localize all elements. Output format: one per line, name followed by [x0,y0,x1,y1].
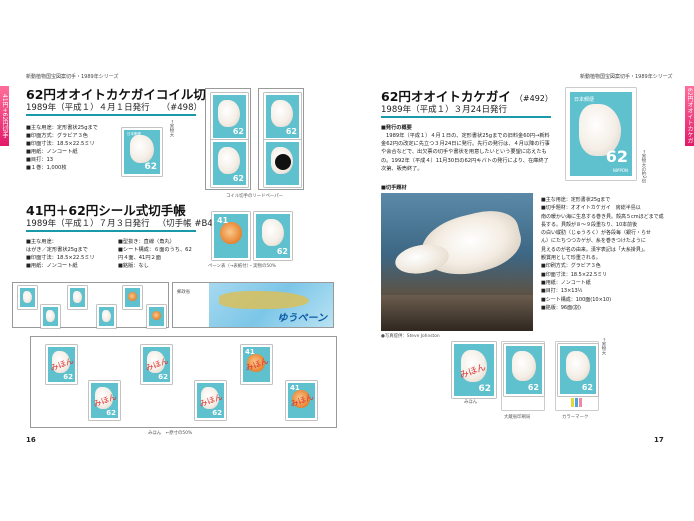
overview-text: 1989年（平成１）４月１日の、定形書状25gまでの旧料金60円→新料金62円の… [381,133,550,172]
coil-stamp-1a: 62 [211,93,248,140]
booklet-pane [12,282,169,328]
left-section1-rule [26,114,196,116]
right-rule [381,116,551,118]
material-head: ■切手題材 [381,185,407,191]
imprint-block: 62 [502,342,544,410]
left-section1-title: 62円オオイトカケガイコイル切手 [26,87,219,102]
photo-credit: ●写真提供：Steve Johnston [381,334,440,339]
right-stamp-colormark: 62 [558,344,598,396]
right-bottom-note: ←実物大 [601,338,606,355]
pane-stamp-4 [97,305,116,328]
left-section2-rule [26,230,196,232]
left-running-header: 新動植物国宝図案切手・1989年シリーズ [26,74,119,80]
caption-mihon: みほん [464,400,478,405]
pane-stamp-1 [18,286,37,309]
right-issue: 1989年（平成１）３月24日発行 [381,105,507,115]
right-side-tab: 62円オオイトカケガイ [677,86,694,146]
left-section2-specs-right: ■型抜き：直線（角丸） ■シート構成：６面のうち、62 円４面、41円２面 ■銘… [118,239,192,269]
left-section1-issue: 1989年（平成１）４月１日発行（#498） [26,103,202,113]
coil-stamp-2a: 62 [264,93,301,140]
stamp-62-booklet: 62 [254,212,292,260]
cover-title: ゆうペーン [277,313,328,324]
right-stamp-imprint: 62 [504,344,544,396]
pane-stamp-41b [147,305,166,328]
left-actual-size-note: ←実物大 [169,120,174,137]
left-page-number: 16 [26,436,36,444]
stamp-41: 41 [212,212,250,260]
large-stamp-frame: 日本郵便 62 NIPPON [566,88,636,180]
pane-note: ペーン表（→表紙付）・実物の50% [208,264,277,269]
overview-head: ■発行の概要 [381,125,412,131]
coil-strip-2: 62 [258,88,304,190]
mihon-caption: みほん ←原寸の50% [148,431,193,436]
shell-photo [381,193,533,331]
right-title: 62円オオイトカケガイ（#492） [381,89,553,104]
pane-stamp-2 [41,305,60,328]
coil-strip-1: 62 62 [205,88,251,190]
cover-flap: 郵政省 [173,283,210,327]
left-section1-specs: ■主な用途：定形書状25gまで ■印面方式：グラビア３色 ■印面寸法：18.5×… [26,125,98,171]
stamp-62-single: 日本郵便 62 [122,128,162,176]
pane-stamp-41a [123,286,142,309]
caption-imprint: 大蔵省印刷局 [504,415,531,420]
caption-colormark: カラーマーク [562,415,589,420]
coil-stamp-2b [264,140,301,187]
left-section2-title: 41円＋62円シール式切手帳 [26,203,186,218]
coil-caption: コイル切手のリードペーパー [226,194,284,199]
coil-hole-icon [275,154,291,170]
coil-stamp-1b: 62 [211,140,248,187]
right-page-number: 17 [654,436,664,444]
booklet-cover: 郵政省 ゆうペーン [172,282,334,328]
large-stamp-note: ←実物大の約2倍 [641,150,646,183]
colormark-block: 62 [556,342,598,410]
left-side-tab: 41円+62円切手 [0,86,9,146]
large-stamp: 日本郵便 62 NIPPON [570,92,632,176]
left-section2-issue: 1989年（平成１）７月３日発行（切手帳 #B44） [26,219,227,229]
right-stamp-mihon: 62 みほん [452,342,496,398]
left-section2-specs-left: ■主な用途： はがき／定形書状25gまで ■印面寸法：18.5×22.5ミリ ■… [26,239,95,269]
right-specs: ■主な用途：定形書状25gまで ■切手題材：オオイトカケガイ 房総半島以 南の暖… [541,197,664,311]
cover-sea [209,283,333,327]
right-running-header: 新動植物国宝図案切手・1989年シリーズ [580,74,673,80]
pane-stamp-3 [68,286,87,309]
